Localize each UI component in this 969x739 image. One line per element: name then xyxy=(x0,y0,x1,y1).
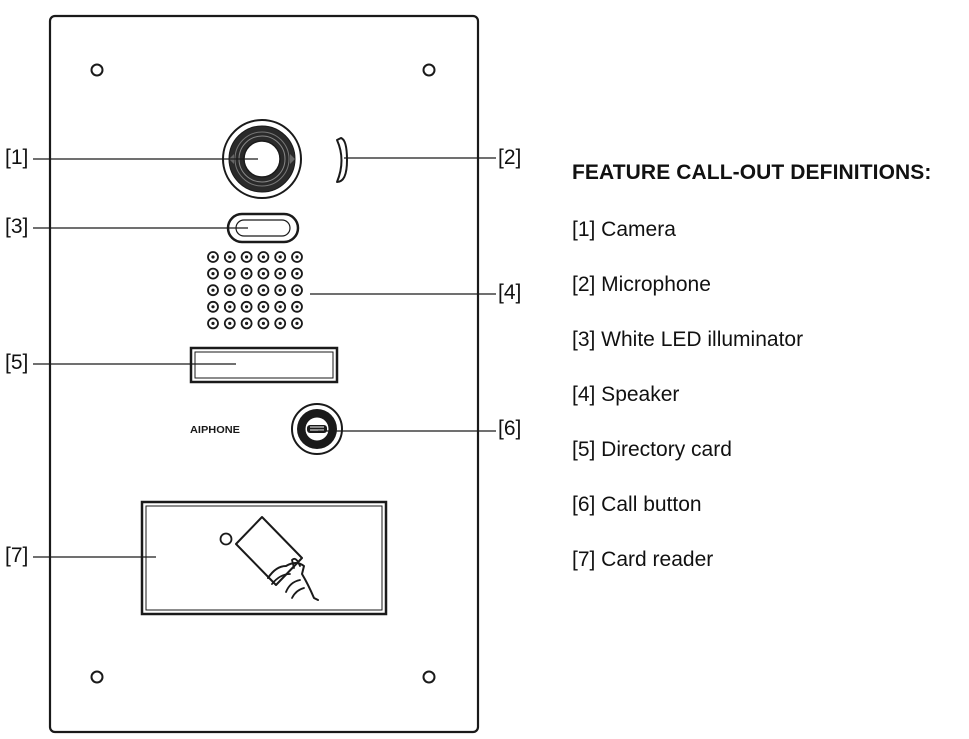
speaker-hole-center xyxy=(278,255,282,259)
legend-item-card-reader: [7] Card reader xyxy=(572,548,714,571)
speaker-hole-center xyxy=(295,305,299,309)
camera-icon xyxy=(222,119,302,199)
screw-bottom-left-icon xyxy=(90,670,104,684)
speaker-hole-center xyxy=(295,255,299,259)
speaker-hole-center xyxy=(261,321,265,325)
speaker-hole-center xyxy=(278,321,282,325)
speaker-hole-center xyxy=(228,255,232,259)
speaker-hole-center xyxy=(228,321,232,325)
speaker-hole-center xyxy=(295,288,299,292)
speaker-hole-center xyxy=(261,305,265,309)
screw-bottom-right-icon xyxy=(422,670,436,684)
legend-item-led-illuminator: [3] White LED illuminator xyxy=(572,328,804,351)
legend-item-speaker: [4] Speaker xyxy=(572,383,680,406)
legend-item-directory-card: [5] Directory card xyxy=(572,438,732,461)
speaker-hole-center xyxy=(211,305,215,309)
screw-top-right-icon xyxy=(422,63,436,77)
speaker-hole-center xyxy=(245,272,249,276)
legend-item-call-button: [6] Call button xyxy=(572,493,702,516)
brand-logo: AIPHONE xyxy=(190,425,240,436)
speaker-hole-center xyxy=(261,288,265,292)
speaker-hole-center xyxy=(211,272,215,276)
speaker-hole-center xyxy=(211,288,215,292)
callout-label-7: [7] xyxy=(5,544,29,567)
legend-title: FEATURE CALL-OUT DEFINITIONS: xyxy=(572,161,932,184)
callout-label-3: [3] xyxy=(5,215,29,238)
legend-item-microphone: [2] Microphone xyxy=(572,273,711,296)
callout-label-6: [6] xyxy=(498,417,522,440)
speaker-hole-center xyxy=(295,321,299,325)
speaker-hole-center xyxy=(211,321,215,325)
speaker-hole-center xyxy=(261,255,265,259)
speaker-hole-center xyxy=(245,288,249,292)
speaker-hole-center xyxy=(278,305,282,309)
callout-label-1: [1] xyxy=(5,146,29,169)
speaker-hole-center xyxy=(245,305,249,309)
callout-label-2: [2] xyxy=(498,146,522,169)
speaker-hole-center xyxy=(245,321,249,325)
call-button-icon xyxy=(291,403,343,455)
speaker-hole-center xyxy=(278,288,282,292)
speaker-hole-center xyxy=(295,272,299,276)
speaker-hole-center xyxy=(228,305,232,309)
speaker-hole-center xyxy=(245,255,249,259)
speaker-hole-center xyxy=(261,272,265,276)
microphone-icon xyxy=(336,137,348,183)
speaker-grille xyxy=(207,251,303,330)
screw-top-left-icon xyxy=(90,63,104,77)
card-reader-icon xyxy=(140,500,388,616)
directory-card-icon xyxy=(189,346,339,384)
speaker-hole-center xyxy=(278,272,282,276)
leader-lines xyxy=(33,157,496,558)
callout-label-5: [5] xyxy=(5,351,29,374)
speaker-hole-center xyxy=(211,255,215,259)
speaker-hole-center xyxy=(228,272,232,276)
speaker-hole-center xyxy=(228,288,232,292)
legend-item-camera: [1] Camera xyxy=(572,218,676,241)
mounting-screws xyxy=(90,63,436,684)
callout-label-4: [4] xyxy=(498,281,522,304)
